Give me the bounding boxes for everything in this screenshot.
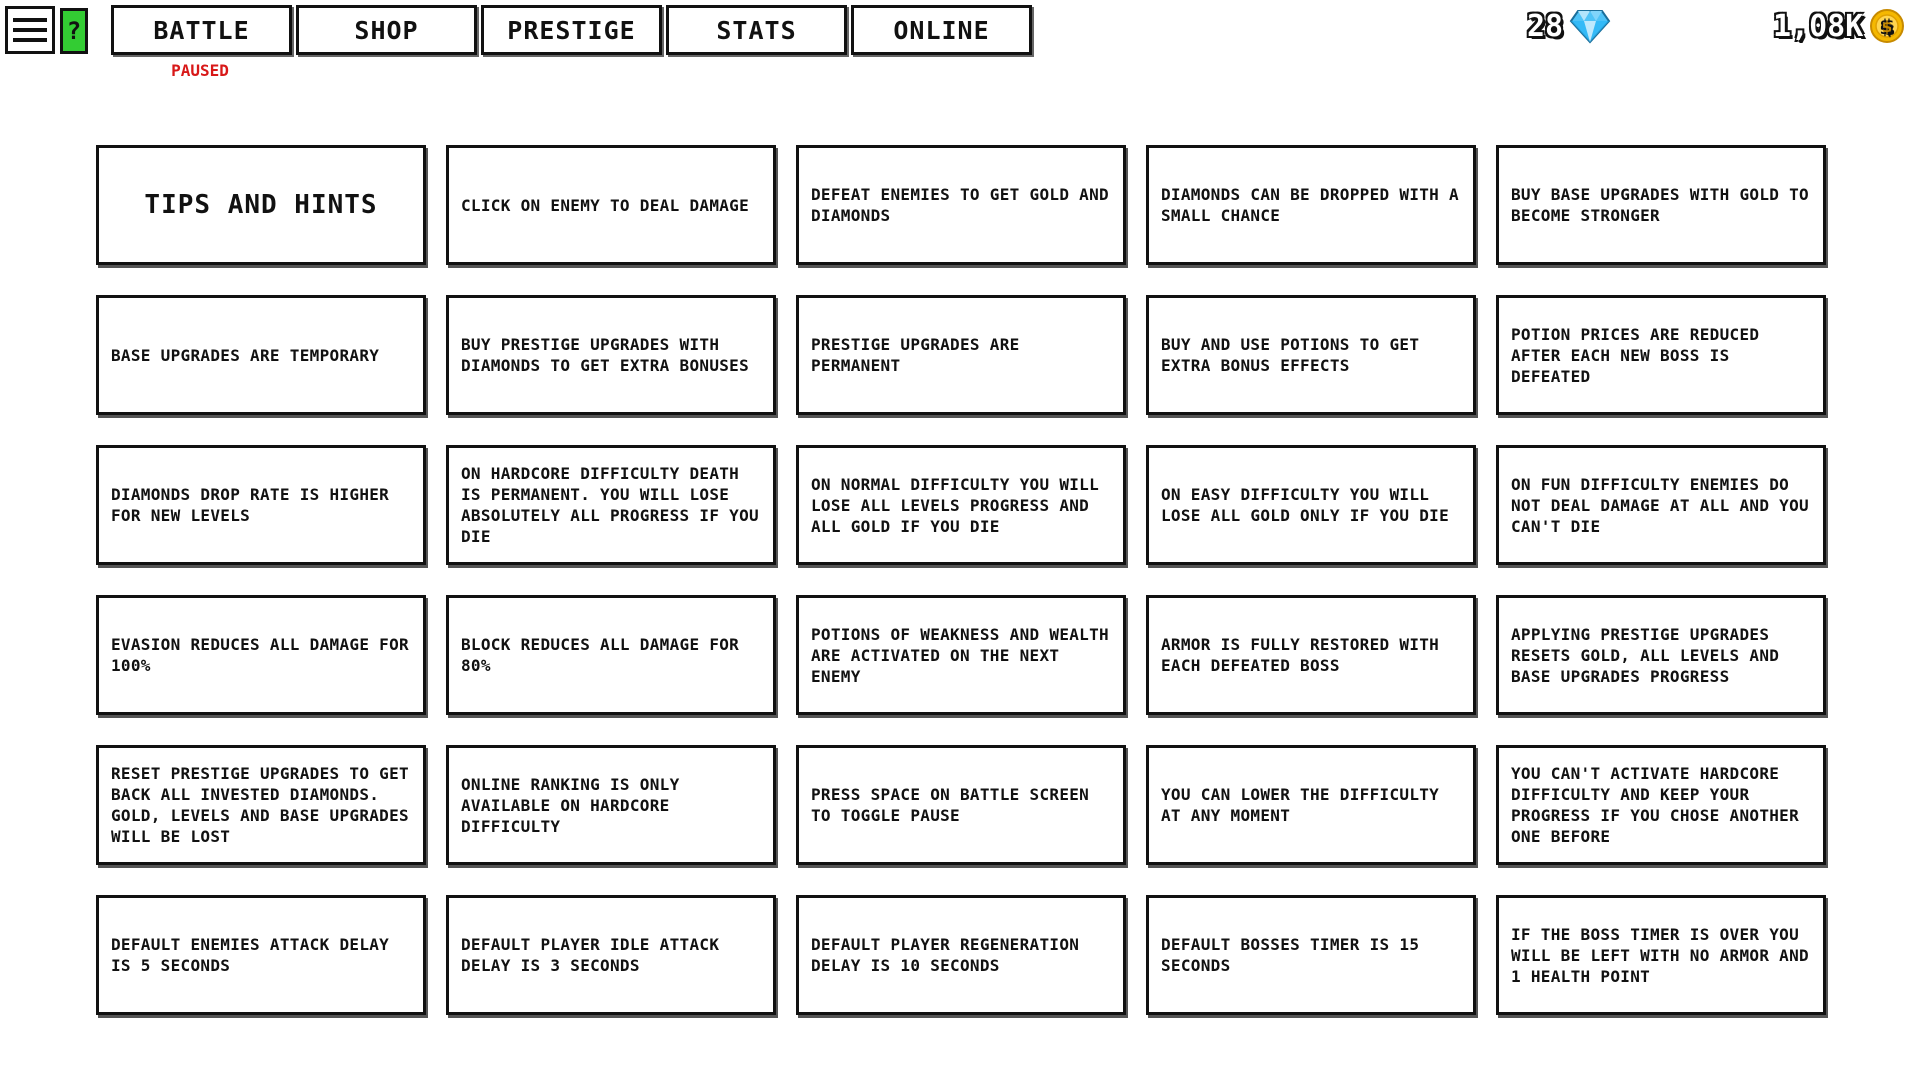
tip-card: ONLINE RANKING IS ONLY AVAILABLE ON HARD… — [446, 745, 776, 865]
tip-card: ON HARDCORE DIFFICULTY DEATH IS PERMANEN… — [446, 445, 776, 565]
tip-card: DIAMONDS DROP RATE IS HIGHER FOR NEW LEV… — [96, 445, 426, 565]
tip-text: DEFAULT PLAYER REGENERATION DELAY IS 10 … — [811, 935, 1080, 975]
tip-text: ONLINE RANKING IS ONLY AVAILABLE ON HARD… — [461, 774, 680, 836]
gold-counter: 1,08K $ — [1773, 6, 1905, 46]
tip-card: BUY AND USE POTIONS TO GET EXTRA BONUS E… — [1146, 295, 1476, 415]
tip-card: EVASION REDUCES ALL DAMAGE FOR 100% — [96, 595, 426, 715]
tip-card: BASE UPGRADES ARE TEMPORARY — [96, 295, 426, 415]
tip-card: PRESTIGE UPGRADES ARE PERMANENT — [796, 295, 1126, 415]
tip-card: APPLYING PRESTIGE UPGRADES RESETS GOLD, … — [1496, 595, 1826, 715]
tip-text: YOU CAN LOWER THE DIFFICULTY AT ANY MOME… — [1161, 785, 1440, 825]
tip-card: YOU CAN'T ACTIVATE HARDCORE DIFFICULTY A… — [1496, 745, 1826, 865]
help-button[interactable]: ? — [60, 8, 88, 54]
tip-text: BLOCK REDUCES ALL DAMAGE FOR 80% — [461, 635, 740, 675]
hamburger-menu-icon[interactable] — [5, 6, 55, 54]
tip-card: ON EASY DIFFICULTY YOU WILL LOSE ALL GOL… — [1146, 445, 1476, 565]
tip-text: PRESS SPACE ON BATTLE SCREEN TO TOGGLE P… — [811, 785, 1090, 825]
tip-text: ON FUN DIFFICULTY ENEMIES DO NOT DEAL DA… — [1511, 474, 1809, 536]
tip-card: IF THE BOSS TIMER IS OVER YOU WILL BE LE… — [1496, 895, 1826, 1015]
tip-card: DEFAULT PLAYER IDLE ATTACK DELAY IS 3 SE… — [446, 895, 776, 1015]
tip-text: DIAMONDS DROP RATE IS HIGHER FOR NEW LEV… — [111, 485, 390, 525]
tips-title-card: TIPS AND HINTS — [96, 145, 426, 265]
tip-text: BUY PRESTIGE UPGRADES WITH DIAMONDS TO G… — [461, 335, 750, 375]
tip-card: ON NORMAL DIFFICULTY YOU WILL LOSE ALL L… — [796, 445, 1126, 565]
tip-text: DEFAULT BOSSES TIMER IS 15 SECONDS — [1161, 935, 1420, 975]
tip-text: RESET PRESTIGE UPGRADES TO GET BACK ALL … — [111, 764, 409, 846]
top-bar: ? BATTLE SHOP PRESTIGE STATS ONLINE PAUS… — [0, 0, 1920, 90]
tip-text: EVASION REDUCES ALL DAMAGE FOR 100% — [111, 635, 409, 675]
tip-text: IF THE BOSS TIMER IS OVER YOU WILL BE LE… — [1511, 924, 1809, 986]
tab-shop[interactable]: SHOP — [296, 5, 477, 55]
tip-card: DEFAULT PLAYER REGENERATION DELAY IS 10 … — [796, 895, 1126, 1015]
tip-card: DEFEAT ENEMIES TO GET GOLD AND DIAMONDS — [796, 145, 1126, 265]
tip-text: POTIONS OF WEAKNESS AND WEALTH ARE ACTIV… — [811, 624, 1109, 686]
tip-text: CLICK ON ENEMY TO DEAL DAMAGE — [461, 195, 750, 215]
menu-bar — [13, 38, 47, 42]
tip-card: DEFAULT ENEMIES ATTACK DELAY IS 5 SECOND… — [96, 895, 426, 1015]
tab-prestige[interactable]: PRESTIGE — [481, 5, 662, 55]
tip-text: PRESTIGE UPGRADES ARE PERMANENT — [811, 335, 1020, 375]
diamond-count: 28 — [1527, 8, 1564, 44]
tip-card: POTION PRICES ARE REDUCED AFTER EACH NEW… — [1496, 295, 1826, 415]
tips-title: TIPS AND HINTS — [144, 189, 378, 220]
tip-text: DEFAULT ENEMIES ATTACK DELAY IS 5 SECOND… — [111, 935, 390, 975]
tip-text: YOU CAN'T ACTIVATE HARDCORE DIFFICULTY A… — [1511, 764, 1800, 846]
tip-text: BUY BASE UPGRADES WITH GOLD TO BECOME ST… — [1511, 185, 1809, 225]
tips-grid: TIPS AND HINTS CLICK ON ENEMY TO DEAL DA… — [96, 145, 1826, 1015]
diamond-counter: 28 — [1527, 6, 1611, 46]
svg-text:$: $ — [1882, 18, 1892, 36]
gold-count: 1,08K — [1773, 8, 1864, 44]
tip-card: DEFAULT BOSSES TIMER IS 15 SECONDS — [1146, 895, 1476, 1015]
tip-text: DIAMONDS CAN BE DROPPED WITH A SMALL CHA… — [1161, 185, 1459, 225]
tip-text: DEFEAT ENEMIES TO GET GOLD AND DIAMONDS — [811, 185, 1109, 225]
tip-card: ARMOR IS FULLY RESTORED WITH EACH DEFEAT… — [1146, 595, 1476, 715]
tip-card: POTIONS OF WEAKNESS AND WEALTH ARE ACTIV… — [796, 595, 1126, 715]
menu-bar — [13, 28, 47, 32]
tip-text: ON EASY DIFFICULTY YOU WILL LOSE ALL GOL… — [1161, 485, 1450, 525]
tip-text: BASE UPGRADES ARE TEMPORARY — [111, 345, 380, 365]
paused-status: PAUSED — [171, 61, 229, 80]
tip-card: BUY BASE UPGRADES WITH GOLD TO BECOME ST… — [1496, 145, 1826, 265]
tip-card: RESET PRESTIGE UPGRADES TO GET BACK ALL … — [96, 745, 426, 865]
tip-text: ARMOR IS FULLY RESTORED WITH EACH DEFEAT… — [1161, 635, 1440, 675]
tab-stats[interactable]: STATS — [666, 5, 847, 55]
tip-card: PRESS SPACE ON BATTLE SCREEN TO TOGGLE P… — [796, 745, 1126, 865]
tip-text: BUY AND USE POTIONS TO GET EXTRA BONUS E… — [1161, 335, 1420, 375]
tip-card: ON FUN DIFFICULTY ENEMIES DO NOT DEAL DA… — [1496, 445, 1826, 565]
menu-bar — [13, 18, 47, 22]
tip-text: ON HARDCORE DIFFICULTY DEATH IS PERMANEN… — [461, 464, 759, 546]
tip-text: ON NORMAL DIFFICULTY YOU WILL LOSE ALL L… — [811, 474, 1100, 536]
tip-card: DIAMONDS CAN BE DROPPED WITH A SMALL CHA… — [1146, 145, 1476, 265]
diamond-icon — [1569, 10, 1611, 44]
tab-online[interactable]: ONLINE — [851, 5, 1032, 55]
tip-text: APPLYING PRESTIGE UPGRADES RESETS GOLD, … — [1511, 624, 1780, 686]
tip-card: BUY PRESTIGE UPGRADES WITH DIAMONDS TO G… — [446, 295, 776, 415]
gold-coin-icon: $ — [1870, 9, 1905, 43]
tip-card: YOU CAN LOWER THE DIFFICULTY AT ANY MOME… — [1146, 745, 1476, 865]
tab-battle[interactable]: BATTLE — [111, 5, 292, 55]
tip-card: BLOCK REDUCES ALL DAMAGE FOR 80% — [446, 595, 776, 715]
tip-text: POTION PRICES ARE REDUCED AFTER EACH NEW… — [1511, 324, 1760, 386]
tip-card: CLICK ON ENEMY TO DEAL DAMAGE — [446, 145, 776, 265]
tip-text: DEFAULT PLAYER IDLE ATTACK DELAY IS 3 SE… — [461, 935, 720, 975]
